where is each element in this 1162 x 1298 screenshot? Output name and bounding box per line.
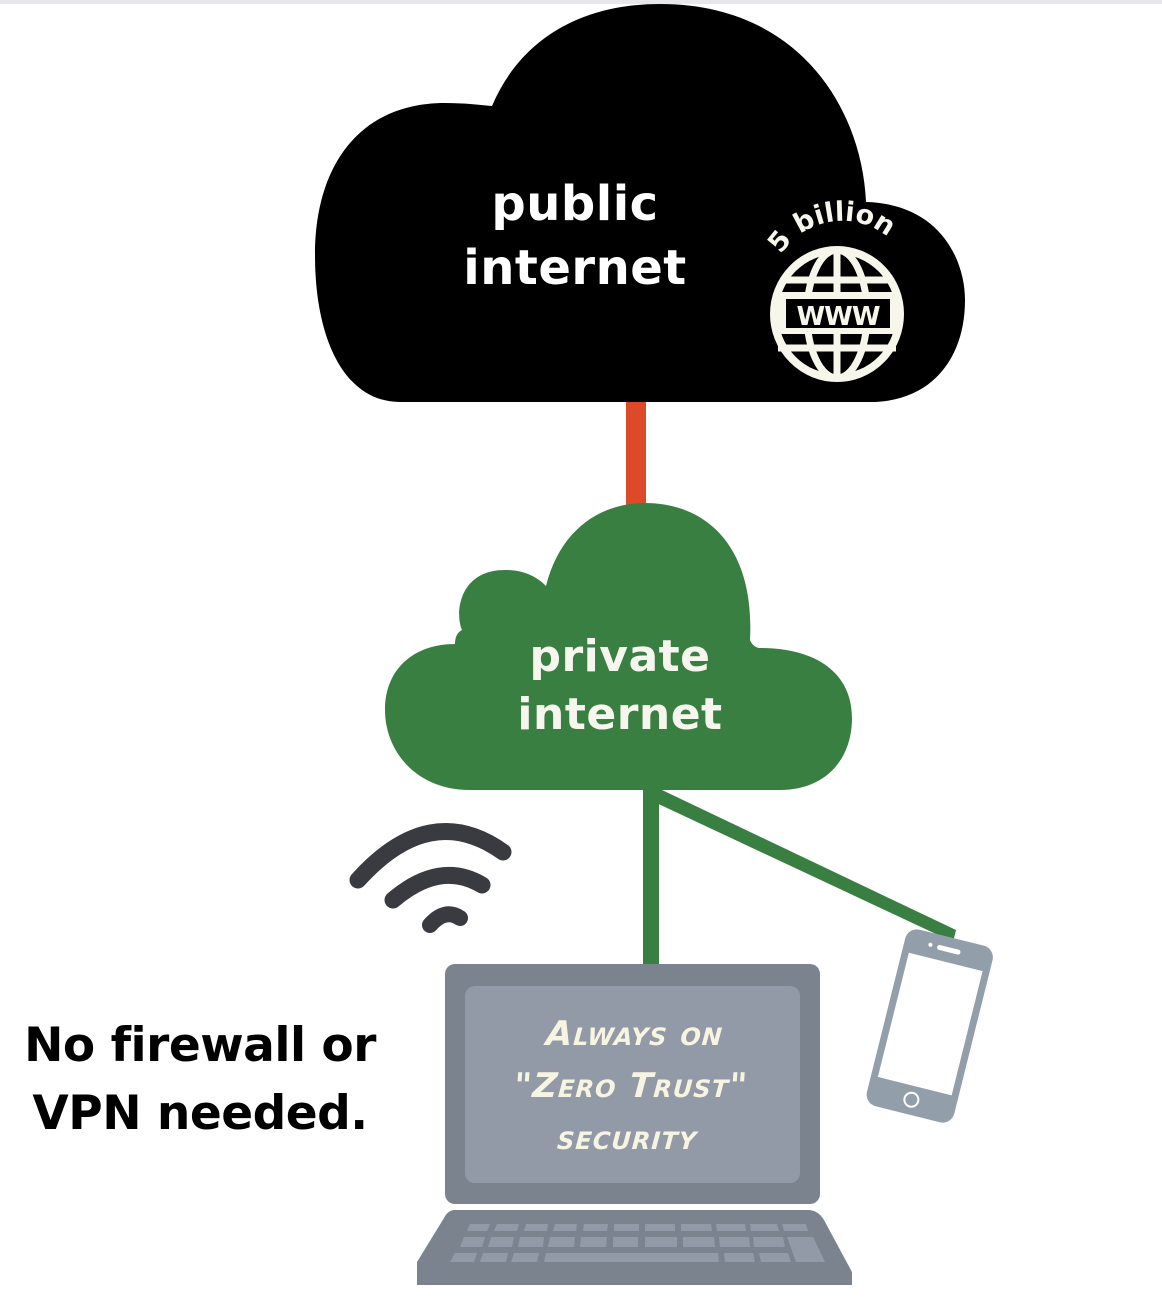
side-note: No firewall or VPN needed. bbox=[10, 1012, 390, 1148]
screen-text-line2: "Zero Trust" bbox=[512, 1066, 750, 1106]
side-note-line2: VPN needed. bbox=[32, 1086, 368, 1141]
smartphone-icon bbox=[866, 929, 993, 1123]
private-label-line1: private bbox=[529, 631, 711, 682]
wifi-icon bbox=[349, 823, 512, 933]
laptop-icon bbox=[417, 964, 852, 1285]
globe-www-text: WWW bbox=[796, 302, 879, 332]
private-label-line2: internet bbox=[517, 689, 723, 740]
globe-www-icon bbox=[770, 246, 904, 382]
public-label-line2: internet bbox=[463, 240, 687, 296]
top-border bbox=[0, 0, 1162, 4]
public-private-link bbox=[626, 402, 646, 512]
screen-text-line1: Always on bbox=[544, 1014, 725, 1054]
private-internet-cloud bbox=[385, 503, 852, 790]
private-device-links bbox=[643, 790, 956, 966]
side-note-line1: No firewall or bbox=[24, 1018, 376, 1073]
public-internet-label: public internet bbox=[440, 172, 710, 300]
private-internet-label: private internet bbox=[480, 628, 760, 744]
screen-text-line3: security bbox=[555, 1118, 699, 1158]
public-label-line1: public bbox=[491, 176, 659, 232]
laptop-screen-text: Always on "Zero Trust" security bbox=[461, 1008, 802, 1164]
